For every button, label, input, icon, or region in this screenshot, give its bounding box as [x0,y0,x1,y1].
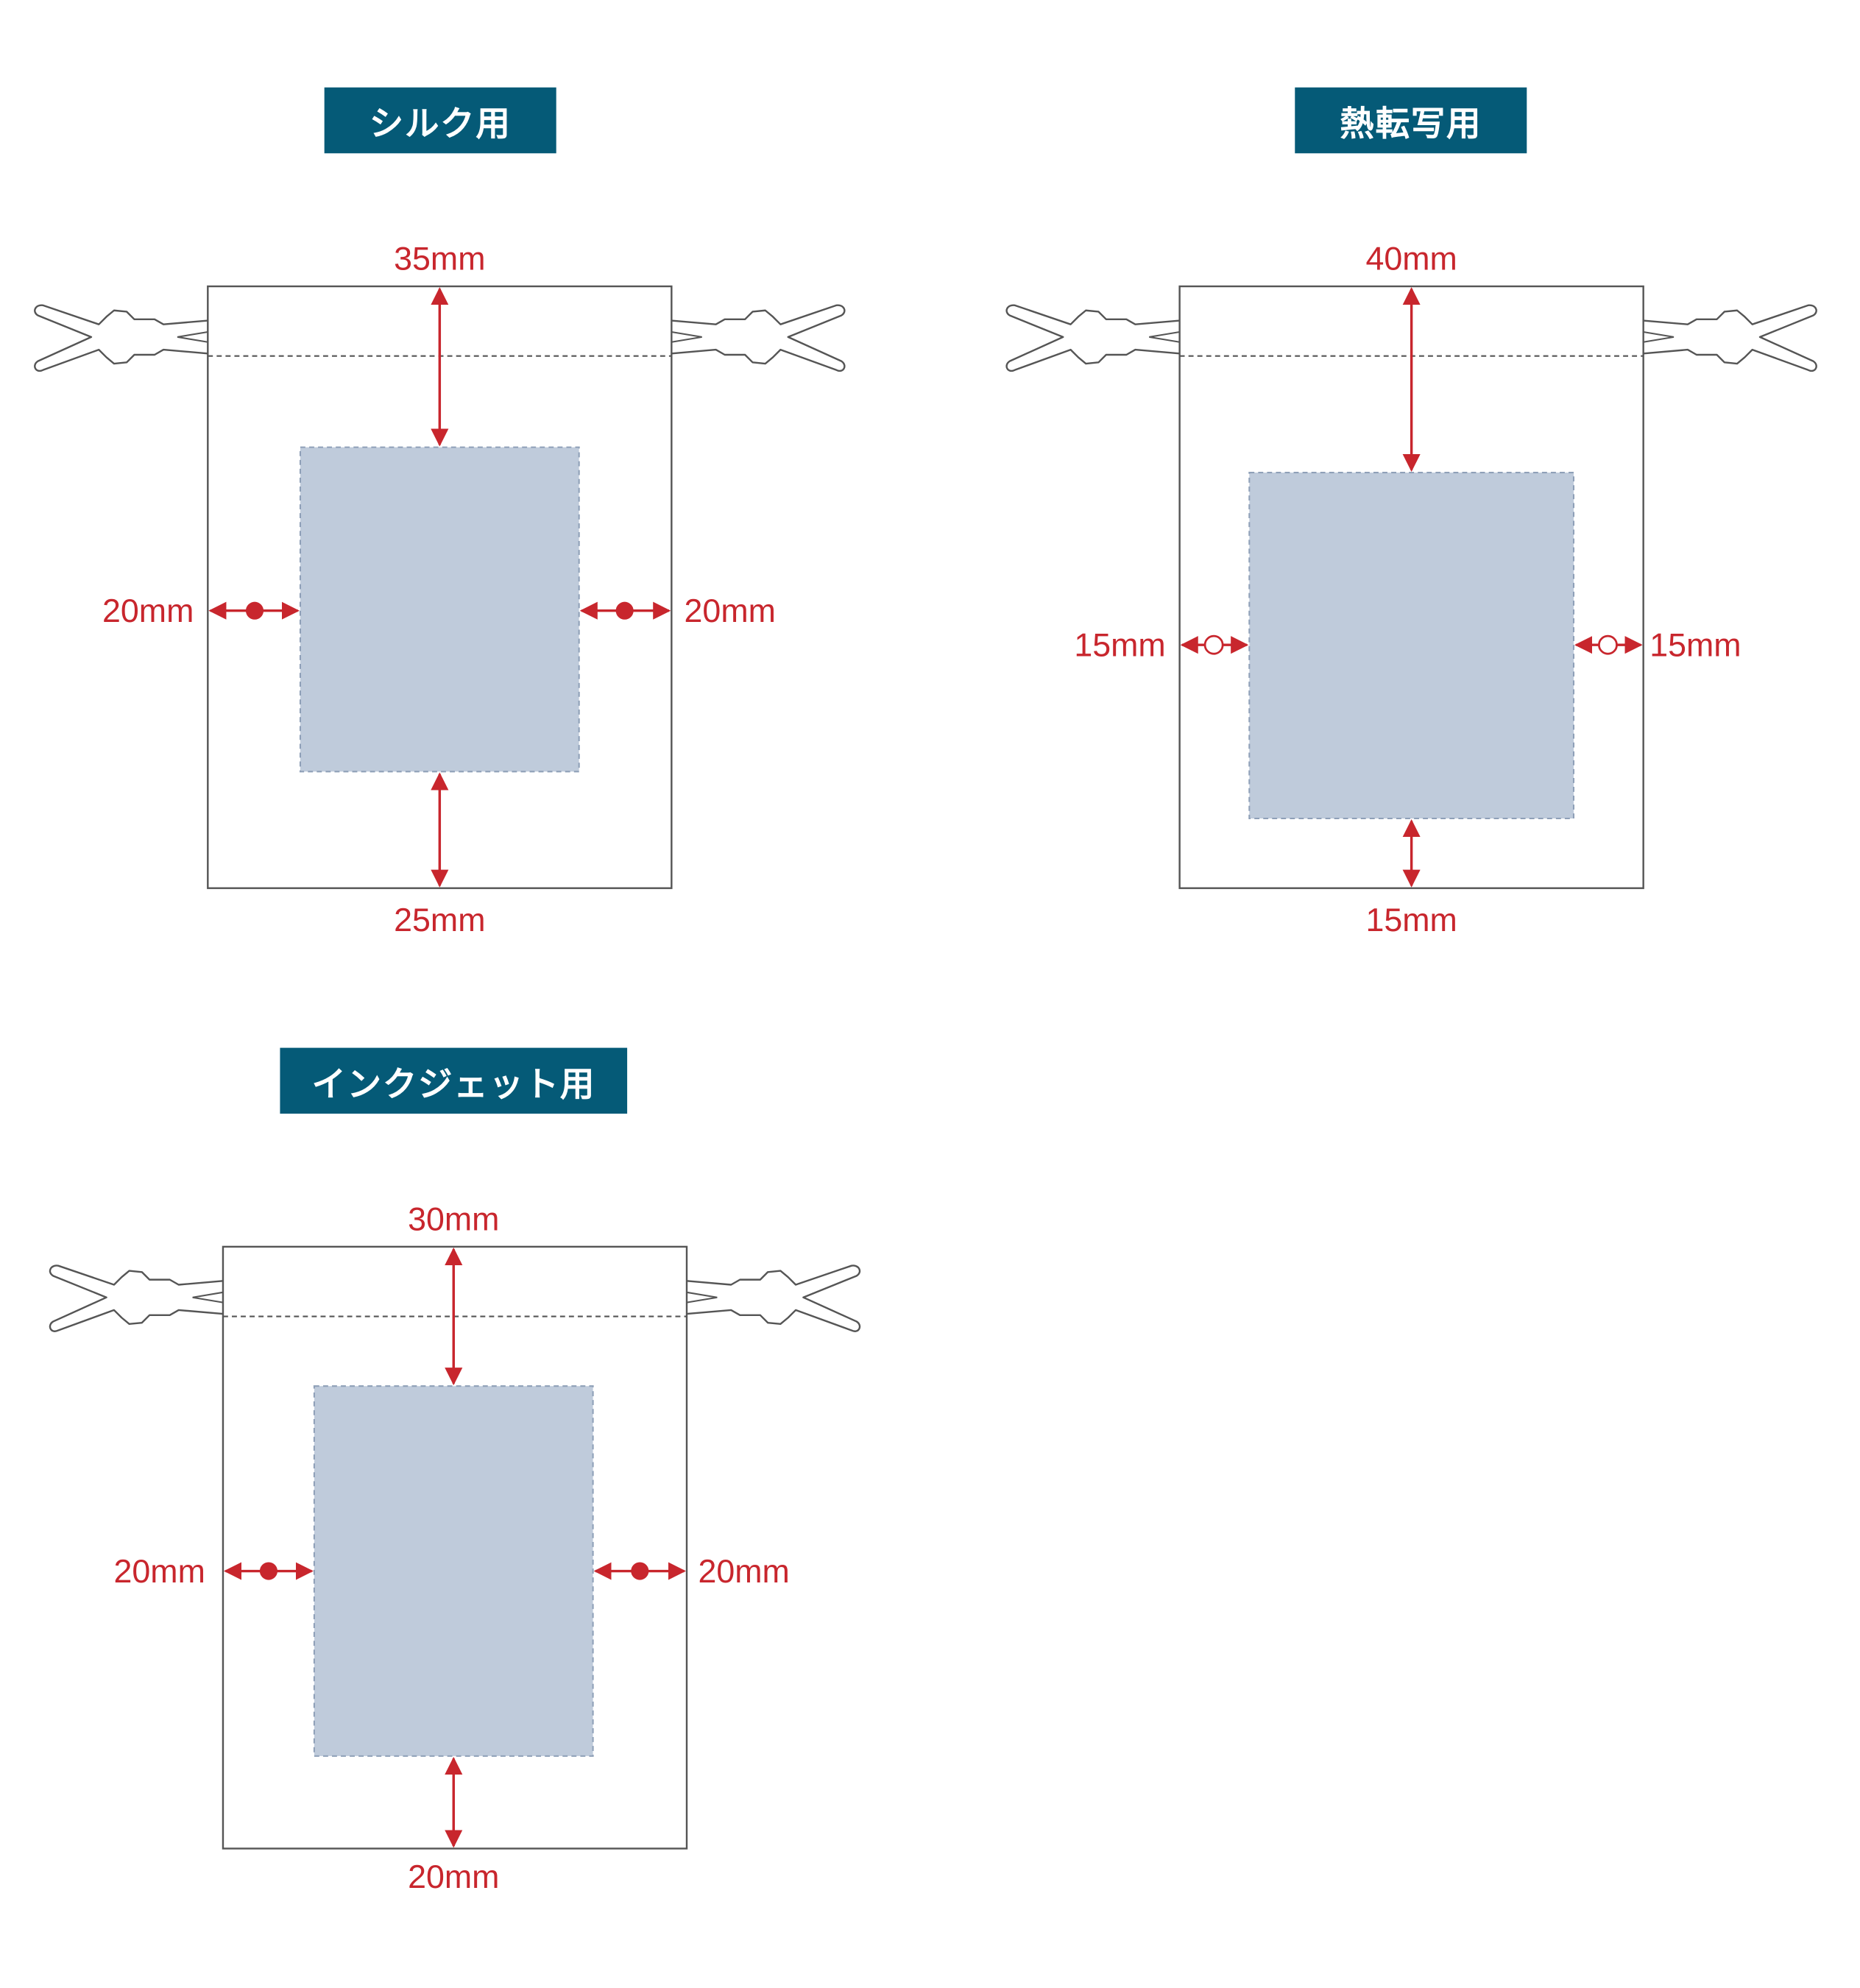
dim-top-label: 40mm [1365,241,1457,277]
drawstring-cord-icon [671,304,846,372]
bag-silk: 35mm 25mm 20mm 20mm [34,241,846,938]
print-area [299,446,580,773]
filled-dot-marker-icon [631,1562,649,1580]
print-area [313,1385,594,1757]
dim-top-label: 35mm [394,241,485,277]
dim-bottom-label: 15mm [1365,902,1457,938]
print-area [1248,472,1575,820]
panel-title-inkjet: インクジェット用 [280,1047,628,1114]
drawstring-cord-icon [34,304,209,372]
filled-dot-marker-icon [259,1562,277,1580]
panel-title-heat-transfer: 熱転写用 [1295,87,1527,154]
dim-left-label: 20mm [102,592,194,629]
dim-bottom-label: 25mm [394,902,485,938]
dim-right-label: 20mm [698,1553,789,1590]
filled-dot-marker-icon [615,601,634,620]
dim-left-label: 15mm [1074,627,1165,664]
open-circle-marker-icon [1203,634,1224,655]
open-circle-marker-icon [1598,634,1618,655]
bag-inkjet: 30mm 20mm 20mm 20mm [49,1200,861,1895]
drawstring-cord-icon [1005,304,1181,372]
dim-right-label: 15mm [1649,627,1741,664]
dim-right-label: 20mm [685,592,776,629]
dim-top-label: 30mm [408,1200,499,1237]
dim-bottom-label: 20mm [408,1858,499,1895]
drawstring-cord-icon [49,1264,224,1332]
bag-heat-transfer: 40mm 15mm 15mm 15mm [1005,241,1817,938]
drawstring-cord-icon [1642,304,1817,372]
panel-title-silk: シルク用 [324,87,556,154]
dim-left-label: 20mm [114,1553,205,1590]
filled-dot-marker-icon [245,601,264,620]
drawstring-cord-icon [685,1264,861,1332]
